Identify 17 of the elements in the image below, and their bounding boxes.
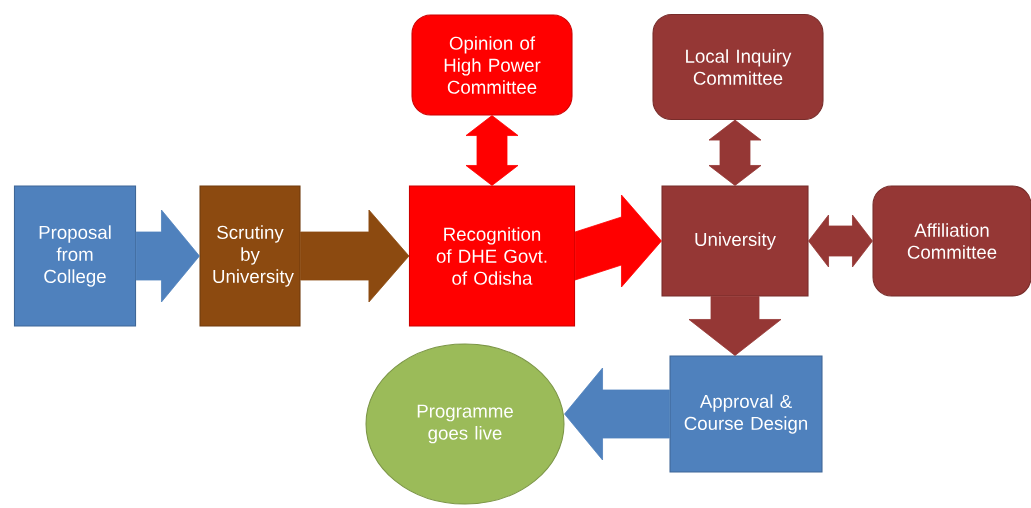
- ellipse-node: Programme goes live: [365, 343, 565, 505]
- block-arrow: [465, 115, 519, 186]
- rounded-box: Affiliation Committee: [872, 185, 1031, 297]
- block-arrow: [574, 194, 662, 288]
- process-box: University: [661, 185, 809, 297]
- block-arrow: [688, 296, 782, 356]
- process-box: Recognition of DHE Govt. of Odisha: [408, 185, 576, 327]
- rounded-box: Opinion of High Power Committee: [411, 14, 573, 116]
- rounded-box: Local Inquiry Committee: [652, 13, 824, 121]
- block-arrow: [808, 214, 873, 268]
- process-box: Scrutiny by University: [199, 185, 301, 327]
- block-arrow: [564, 367, 670, 461]
- block-arrow: [135, 209, 200, 303]
- process-box: Approval & Course Design: [669, 355, 823, 473]
- block-arrow: [708, 119, 762, 186]
- block-arrow: [300, 209, 410, 303]
- process-box: Proposal from College: [13, 185, 137, 327]
